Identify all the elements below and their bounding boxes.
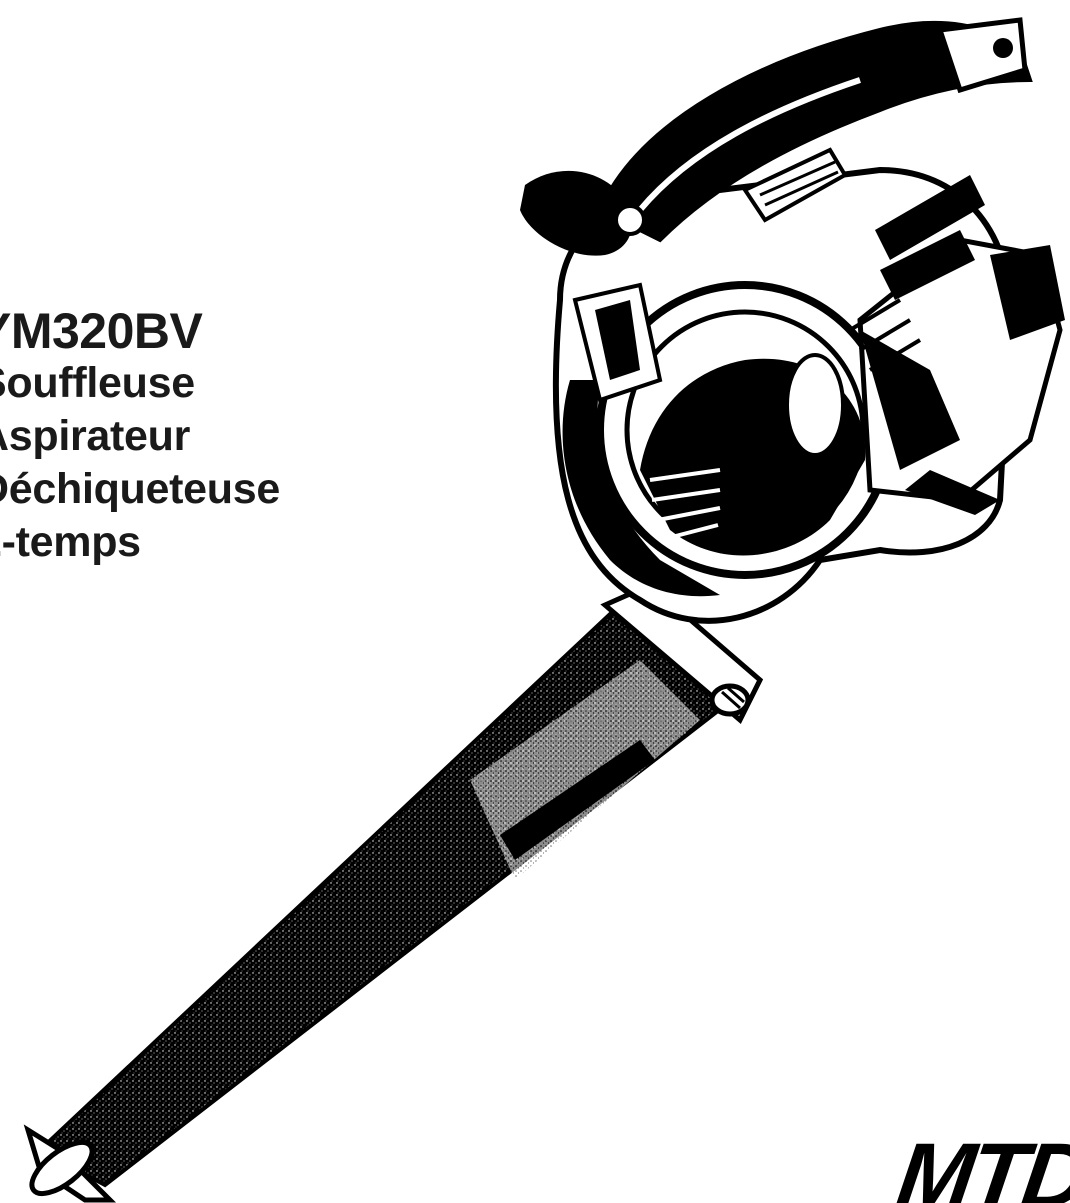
blower-tube <box>23 582 764 1203</box>
choke-knob <box>520 170 646 256</box>
blower-handle <box>597 17 1033 243</box>
side-shroud <box>572 282 663 403</box>
product-type-vacuum: Aspirateur <box>0 412 191 460</box>
blower-housing <box>552 166 1065 624</box>
product-type-blower: Souffleuse <box>0 359 195 407</box>
product-type-shredder: Déchiqueteuse <box>0 465 280 513</box>
model-number: YM320BV <box>0 303 203 359</box>
brand-logo: MTD <box>890 1125 1070 1203</box>
cover-title: YM320BV Souffleuse Aspirateur Déchiquete… <box>0 306 280 574</box>
engine-type: 2-temps <box>0 518 141 566</box>
